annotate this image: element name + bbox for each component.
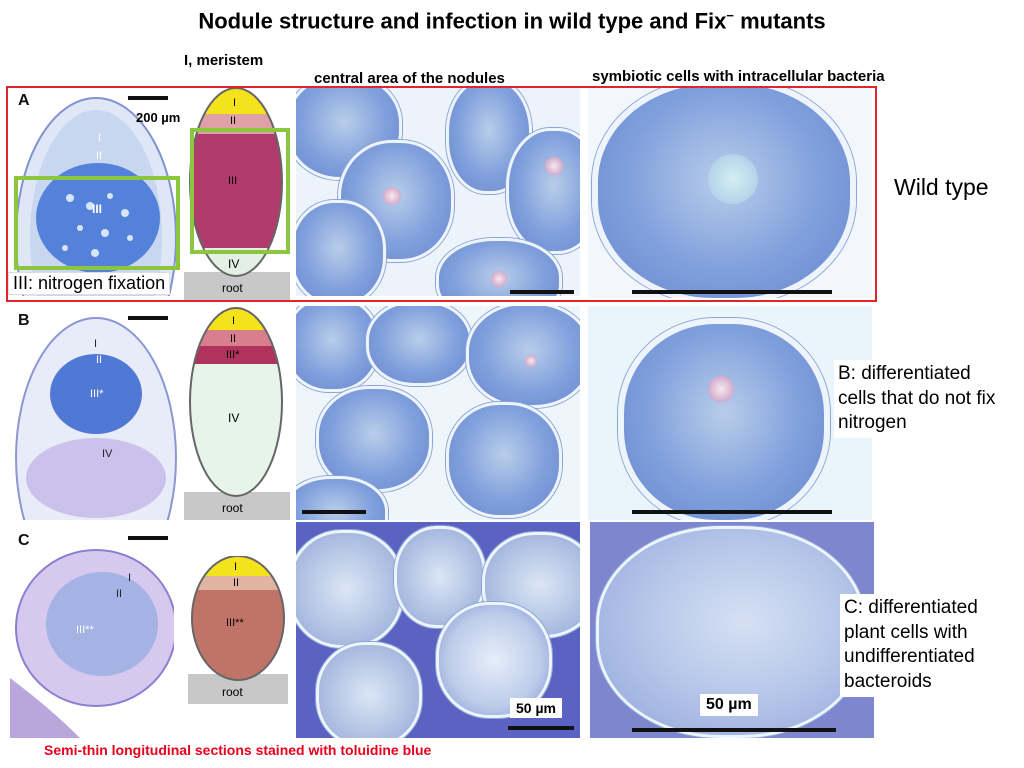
- nitrogen-fixation-label: III: nitrogen fixation: [8, 272, 171, 295]
- symbiotic-photo-c: 50 µm: [590, 522, 874, 738]
- scale-bar-a: [128, 96, 168, 100]
- title-superscript: −: [726, 8, 734, 23]
- scale-bar-c: [128, 536, 168, 540]
- section-b-label-iii: III*: [90, 388, 104, 400]
- cell: [296, 530, 404, 648]
- wild-type-label: Wild type: [894, 174, 989, 200]
- diagram-b-zone-i: [190, 308, 282, 330]
- panel-letter-b: B: [18, 312, 30, 329]
- header-central-area: central area of the nodules: [314, 70, 505, 87]
- diagram-b-label-iv: IV: [228, 411, 239, 425]
- symbiotic-cell: [618, 318, 830, 520]
- section-a-label-i: I: [98, 132, 102, 144]
- section-photo-c: C I II III**: [10, 528, 174, 738]
- title-main: Nodule structure and infection in wild t…: [198, 8, 727, 34]
- diagram-a-zone-iii: [190, 134, 282, 248]
- scale-bar-b: [128, 316, 168, 320]
- panel-letter-c: C: [18, 532, 30, 549]
- section-a-label-iii: III: [92, 202, 103, 216]
- section-b-label-i: I: [94, 338, 98, 350]
- diagram-c-label-iii: III**: [226, 617, 244, 629]
- diagram-b-label-i: I: [232, 315, 235, 327]
- slide-title: Nodule structure and infection in wild t…: [0, 8, 1024, 34]
- cell: [366, 306, 472, 386]
- scale-label-central: 50 µm: [510, 698, 562, 718]
- symbiotic-cell: [596, 526, 866, 738]
- section-b-art: [15, 317, 177, 520]
- section-b-label-iv: IV: [102, 448, 113, 460]
- header-symbiotic-cells: symbiotic cells with intracellular bacte…: [592, 68, 885, 85]
- cell: [316, 386, 432, 492]
- cell: [446, 402, 562, 518]
- scale-label-symbiotic: 50 µm: [700, 694, 758, 716]
- section-c-label-i: I: [128, 572, 132, 584]
- diagram-a-label-iii: III: [228, 175, 237, 187]
- section-b-label-ii: II: [96, 354, 103, 366]
- diagram-c-root-label: root: [222, 685, 243, 699]
- section-c-label-iii: III**: [76, 624, 94, 636]
- diagram-a-label-iv: IV: [228, 257, 239, 271]
- figure-caption: Semi-thin longitudinal sections stained …: [44, 742, 432, 758]
- diagram-b-zone-ii: [190, 330, 282, 346]
- panel-letter-a: A: [18, 92, 30, 109]
- scale-label-a: 200 µm: [136, 110, 181, 125]
- diagram-b: I II III* IV root: [184, 307, 290, 520]
- b-note: B: differentiated cells that do not fix …: [834, 360, 1012, 439]
- section-c-art: [10, 549, 174, 738]
- header-meristem: I, meristem: [184, 52, 264, 69]
- c-note: C: differentiated plant cells with undif…: [840, 594, 1020, 697]
- diagram-b-zone-iv: [190, 364, 282, 496]
- diagram-b-root-label: root: [222, 501, 243, 515]
- scale-bar-symbiotic-b: [632, 510, 832, 514]
- diagram-c-label-ii: II: [233, 577, 239, 589]
- diagram-b-label-iii: III*: [226, 349, 240, 361]
- symbiotic-photo-b: [588, 306, 872, 520]
- diagram-a-label-i: I: [233, 97, 236, 109]
- scale-bar-central-a: [510, 290, 574, 294]
- cell: [316, 642, 422, 738]
- central-photo-a: [296, 88, 580, 296]
- scale-bar-central-b: [302, 510, 366, 514]
- scale-bar-symbiotic-c: [632, 728, 836, 732]
- cell: [466, 306, 580, 408]
- section-c-label-ii: II: [116, 588, 123, 600]
- section-a-label-ii: II: [96, 150, 103, 162]
- title-suffix: mutants: [733, 8, 826, 34]
- scale-bar-symbiotic-a: [632, 290, 832, 294]
- diagram-b-zone-iii: [190, 346, 282, 364]
- symbiotic-photo-a: [588, 88, 872, 298]
- diagram-c-zone-ii: [192, 576, 284, 590]
- cell: [296, 200, 386, 296]
- scale-bar-central-c: [508, 726, 574, 730]
- diagram-b-label-ii: II: [230, 333, 236, 345]
- wild-type-highlight-box: [6, 86, 877, 302]
- central-photo-c: 50 µm: [296, 522, 580, 738]
- section-photo-b: B I II III* IV: [10, 308, 182, 520]
- diagram-c-label-i: I: [234, 561, 237, 573]
- symbiotic-cell: [592, 88, 856, 298]
- section-zone-iii-highlight: [14, 176, 180, 270]
- diagram-zone-iii-highlight: [190, 128, 290, 254]
- central-photo-b: [296, 306, 580, 520]
- diagram-a-root-label: root: [222, 281, 243, 295]
- diagram-a-label-ii: II: [230, 115, 236, 127]
- diagram-c-zone-i: [192, 556, 284, 576]
- diagram-c: I II III** root: [188, 556, 288, 704]
- diagram-a: I II III IV root: [184, 87, 290, 300]
